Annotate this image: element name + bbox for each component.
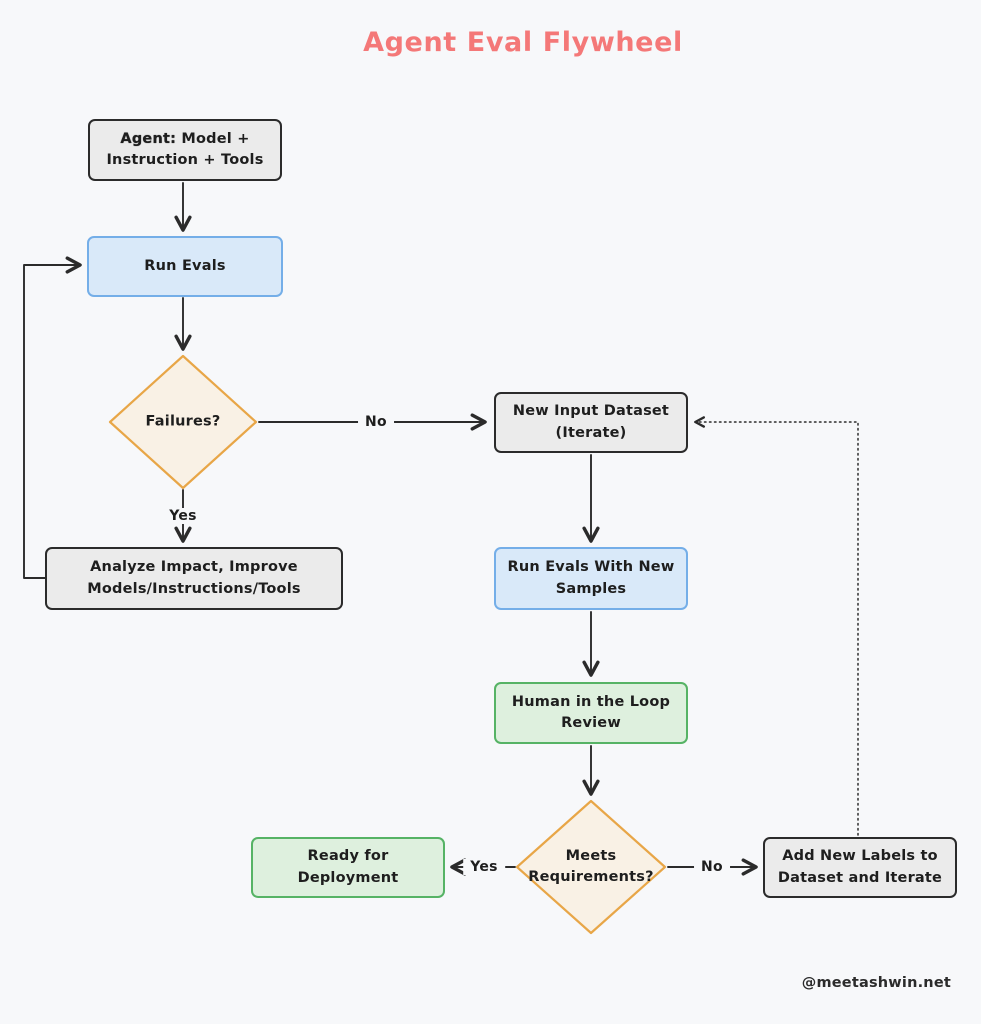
- node-run-evals-new-samples: Run Evals With New Samples: [494, 547, 688, 610]
- node-agent: Agent: Model + Instruction + Tools: [88, 119, 282, 181]
- node-agent-label-prefix: Agent:: [120, 130, 177, 147]
- node-run-evals-new-samples-label: Run Evals With New Samples: [507, 559, 675, 597]
- decision-failures-label: Failures?: [145, 413, 221, 430]
- edge-label-failures-no: No: [358, 414, 394, 430]
- node-human-review: Human in the Loop Review: [494, 682, 688, 744]
- node-add-new-labels-label: Add New Labels to Dataset and Iterate: [777, 848, 943, 886]
- decision-failures-shape: [108, 354, 258, 490]
- edge-label-meets-yes: Yes: [463, 859, 505, 875]
- node-new-input-dataset-label: New Input Dataset (Iterate): [512, 403, 670, 441]
- diagram-title: Agent Eval Flywheel: [363, 27, 683, 58]
- decision-meets-shape: [515, 799, 667, 935]
- node-ready-deployment: Ready for Deployment: [251, 837, 445, 898]
- node-run-evals-label: Run Evals: [144, 257, 226, 274]
- node-analyze-impact: Analyze Impact, Improve Models/Instructi…: [45, 547, 343, 610]
- edge-label-failures-yes: Yes: [162, 508, 204, 524]
- decision-meets-label: Meets Requirements?: [528, 847, 654, 885]
- node-new-input-dataset: New Input Dataset (Iterate): [494, 392, 688, 453]
- node-agent-label: Model + Instruction + Tools: [106, 130, 264, 168]
- credit-handle: @meetashwin.net: [801, 975, 951, 991]
- node-ready-deployment-label: Ready for Deployment: [297, 848, 399, 886]
- edge-addlabels-iterate-dotted: [694, 416, 859, 836]
- node-run-evals: Run Evals: [87, 236, 283, 297]
- node-add-new-labels: Add New Labels to Dataset and Iterate: [763, 837, 957, 898]
- edge-label-meets-no: No: [694, 859, 730, 875]
- node-human-review-label: Human in the Loop Review: [511, 693, 671, 731]
- edge-analyze-loopback: [23, 256, 82, 579]
- node-analyze-impact-label: Analyze Impact, Improve Models/Instructi…: [87, 559, 301, 597]
